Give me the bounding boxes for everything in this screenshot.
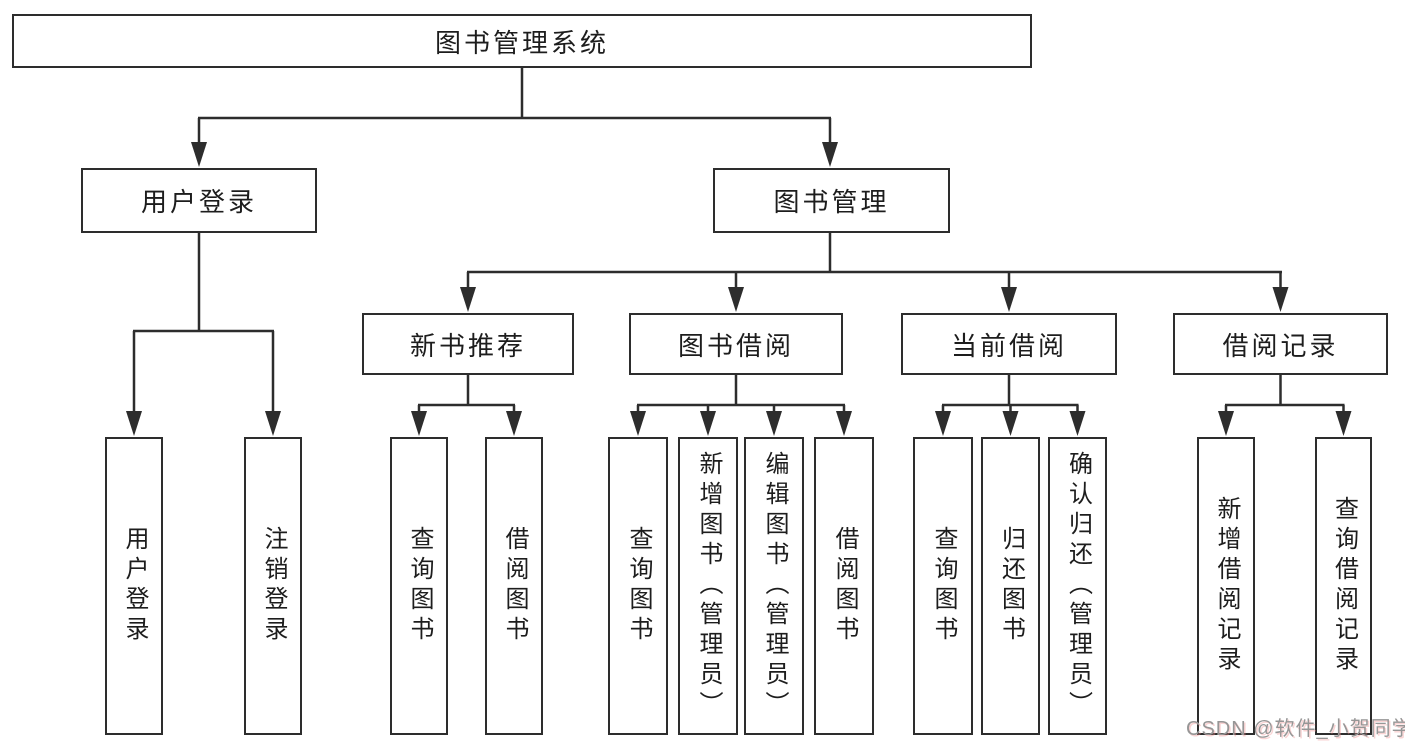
leaf-add-books-admin: 新增图书（管理员） [678,437,738,735]
leaf-query-books-current: 查询图书 [913,437,973,735]
leaf-confirm-return-admin: 确认归还（管理员） [1048,437,1107,735]
arrowhead-down-icon [700,411,716,436]
leaf-label: 确认归还（管理员） [1064,451,1092,721]
leaf-label: 用户登录 [121,526,148,646]
arrowhead-down-icon [506,411,522,436]
leaf-label: 查询借阅记录 [1330,496,1358,676]
node-label: 借阅记录 [1222,330,1339,361]
leaf-borrow-books-recommend: 借阅图书 [485,437,543,735]
arrowhead-down-icon [822,142,838,167]
arrowhead-down-icon [1272,287,1289,312]
node-label: 用户登录 [140,187,257,217]
node-borrowing-records: 借阅记录 [1173,313,1388,375]
arrowhead-down-icon [630,411,646,436]
arrowhead-down-icon [728,287,744,312]
node-user-login: 用户登录 [81,168,317,233]
arrowhead-down-icon [836,411,852,436]
arrowhead-down-icon [1001,287,1017,312]
leaf-label: 查询图书 [625,526,652,646]
csdn-watermark: CSDN @软件_小贺同学 [1186,718,1405,740]
leaf-label: 归还图书 [997,526,1025,646]
arrowhead-down-icon [265,411,281,436]
arrowhead-down-icon [411,411,427,436]
node-label: 图书管理 [773,187,890,217]
arrowhead-down-icon [935,411,951,436]
node-book-management: 图书管理 [713,168,950,233]
leaf-query-books-recommend: 查询图书 [390,437,448,735]
leaf-add-borrow-record: 新增借阅记录 [1197,437,1255,735]
arrowhead-down-icon [1218,411,1234,436]
leaf-return-books: 归还图书 [981,437,1040,735]
leaf-user-login: 用户登录 [105,437,163,735]
node-label: 新书推荐 [409,330,526,361]
node-new-book-recommendation: 新书推荐 [362,313,574,375]
leaf-query-books-borrowing: 查询图书 [608,437,668,735]
arrowhead-down-icon [1002,411,1019,436]
leaf-label: 查询图书 [930,526,957,646]
node-label: 当前借阅 [950,330,1067,361]
leaf-label: 借阅图书 [501,526,528,646]
arrowhead-down-icon [460,287,476,312]
arrowhead-down-icon [1069,411,1086,436]
node-label: 图书管理系统 [434,27,609,58]
leaf-label: 查询图书 [406,526,433,646]
leaf-logout: 注销登录 [244,437,302,735]
node-label: 图书借阅 [677,330,794,361]
leaf-label: 注销登录 [260,526,287,646]
node-library-management-system: 图书管理系统 [12,14,1032,68]
arrowhead-down-icon [191,142,207,167]
arrowhead-down-icon [1335,411,1352,436]
leaf-label: 新增图书（管理员） [695,451,722,721]
leaf-label: 借阅图书 [831,526,858,646]
leaf-query-borrow-record: 查询借阅记录 [1315,437,1372,735]
leaf-borrow-books: 借阅图书 [814,437,874,735]
arrowhead-down-icon [766,411,782,436]
leaf-edit-books-admin: 编辑图书（管理员） [744,437,804,735]
node-book-borrowing: 图书借阅 [629,313,843,375]
leaf-label: 编辑图书（管理员） [761,451,788,721]
leaf-label: 新增借阅记录 [1213,496,1240,676]
node-current-borrowing: 当前借阅 [901,313,1117,375]
arrowhead-down-icon [126,411,142,436]
